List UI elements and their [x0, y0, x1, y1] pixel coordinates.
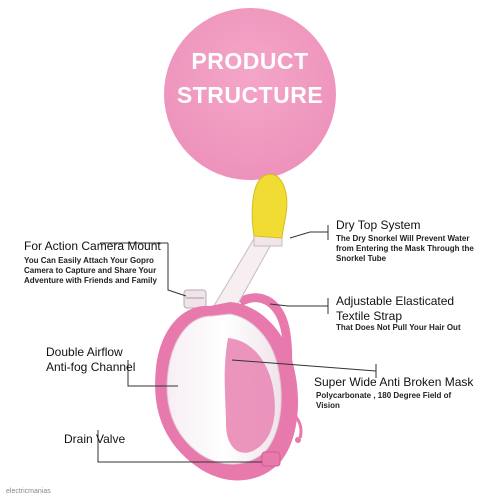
strap-title-1: Adjustable Elasticated: [336, 294, 455, 308]
mask-title: Super Wide Anti Broken Mask: [314, 375, 474, 389]
mask-desc-2: Vision: [316, 401, 340, 410]
strap-title-2: Textile Strap: [336, 309, 403, 323]
drain-valve-title: Drain Valve: [64, 432, 126, 446]
camera-mount-desc-1: You Can Easily Attach Your Gopro: [24, 256, 154, 265]
leader-drain: [97, 430, 262, 463]
leader-mask: [231, 359, 377, 372]
strap-clip: [295, 437, 301, 443]
camera-mount-title: For Action Camera Mount: [24, 239, 161, 253]
dry-top-desc-3: Snorkel Tube: [336, 254, 387, 263]
leader-dry-top: [289, 231, 328, 239]
drain-valve-part: [261, 451, 281, 467]
dry-top-desc-2: from Entering the Mask Through the: [336, 244, 474, 253]
header-line-2: STRUCTURE: [176, 82, 324, 108]
dry-top-cap: [251, 173, 288, 239]
camera-mount-desc-2: Camera to Capture and Share Your: [24, 266, 157, 275]
camera-mount-desc-3: Adventure with Friends and Family: [24, 276, 157, 285]
leader-strap: [269, 303, 328, 307]
leader-camera: [167, 243, 187, 297]
strap-desc: That Does Not Pull Your Hair Out: [336, 323, 461, 332]
dry-top-desc-1: The Dry Snorkel Will Prevent Water: [336, 234, 470, 243]
airflow-title-2: Anti-fog Channel: [46, 360, 136, 374]
camera-mount: [183, 289, 207, 309]
mask-desc-1: Polycarbonate , 180 Degree Field of: [316, 391, 452, 400]
airflow-title-1: Double Airflow: [46, 345, 123, 359]
dry-top-title: Dry Top System: [336, 218, 421, 232]
leader-airflow: [127, 360, 178, 387]
header-circle: [164, 8, 336, 180]
header-line-1: PRODUCT: [191, 48, 309, 74]
watermark: electricmanias: [6, 488, 51, 495]
inner-face-seal: [224, 338, 275, 453]
leader-lines: [97, 225, 377, 463]
